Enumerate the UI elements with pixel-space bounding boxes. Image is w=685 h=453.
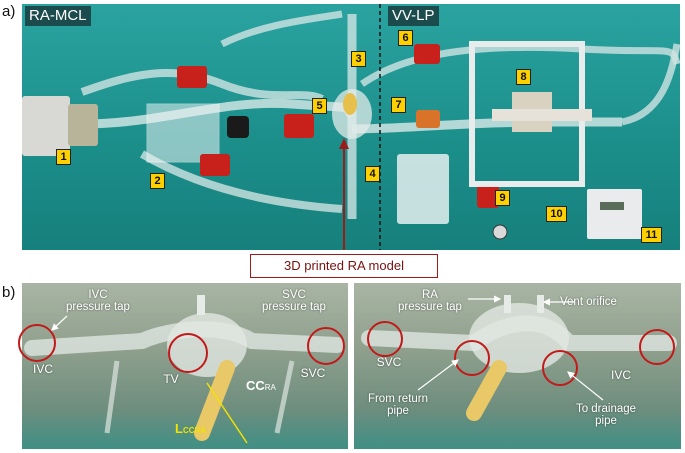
svc-circle-right (367, 321, 403, 357)
section-ra-mcl: RA-MCL (25, 6, 91, 26)
panel-b-label: b) (2, 284, 16, 301)
tv-circle (168, 333, 208, 373)
tag-6: 6 (398, 30, 413, 46)
panel-a-apparatus (22, 4, 680, 250)
svc-circle-left (307, 327, 345, 365)
panel-a-label: a) (2, 3, 16, 20)
ivc-circle-left (18, 324, 56, 362)
from-return-pipe-label: From return pipe (367, 393, 429, 417)
to-drainage-pipe-label: To drainage pipe (575, 403, 637, 427)
l-main: L (175, 421, 183, 436)
return-pipe-circle (454, 340, 490, 376)
svc-label-left: SVC (300, 366, 326, 380)
ivc-label-right: IVC (610, 368, 631, 382)
tag-7: 7 (391, 97, 406, 113)
panel-b-left-model (24, 295, 345, 444)
drainage-pipe-circle (542, 350, 578, 386)
cc-main: CC (246, 378, 265, 393)
ra-pressure-tap-label: RA pressure tap (398, 289, 462, 313)
tv-label: TV (163, 372, 179, 386)
tag-11: 11 (641, 227, 662, 243)
svc-pressure-tap-label: SVC pressure tap (262, 289, 326, 313)
cc-ra-label: CCRA (246, 378, 276, 393)
tag-2: 2 (150, 173, 165, 189)
tag-10: 10 (546, 206, 567, 222)
tag-3: 3 (351, 51, 366, 67)
section-vv-lp: VV-LP (388, 6, 439, 26)
ra-model-callout: 3D printed RA model (250, 254, 438, 278)
tag-4: 4 (365, 166, 380, 182)
ivc-label-left: IVC (32, 362, 53, 376)
panel-a-photo (22, 4, 680, 250)
ivc-circle-right (639, 329, 675, 365)
tag-1: 1 (56, 149, 71, 165)
svc-label-right: SVC (376, 355, 402, 369)
tag-8: 8 (516, 69, 531, 85)
tag-5: 5 (312, 98, 327, 114)
vent-orifice-label: Vent orifice (560, 296, 617, 308)
cc-sub: RA (264, 383, 276, 392)
ivc-pressure-tap-label: IVC pressure tap (66, 289, 130, 313)
l-sub: CCRA (182, 426, 207, 435)
tag-9: 9 (495, 190, 510, 206)
l-ccra-label: LCCRA (175, 421, 206, 436)
